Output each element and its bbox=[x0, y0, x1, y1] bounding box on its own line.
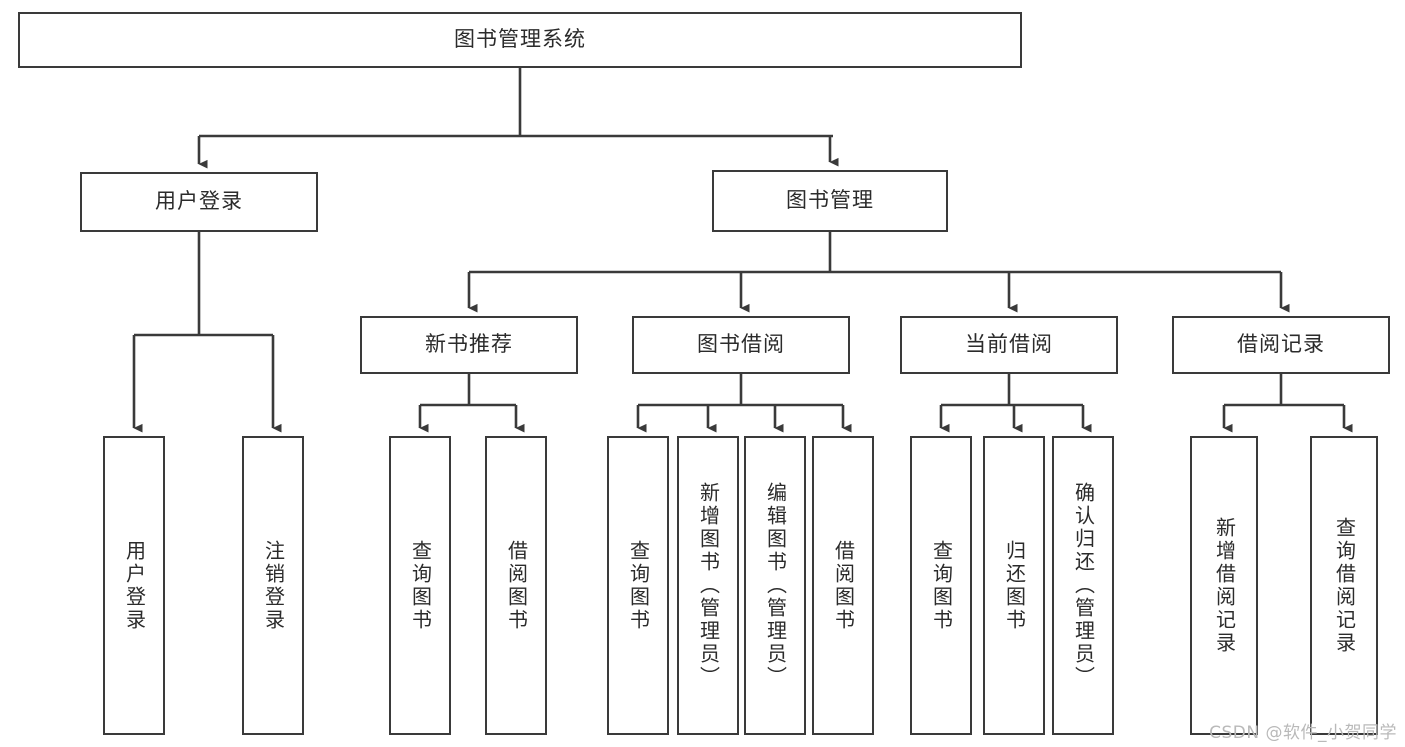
node-label: 查询借阅记录 bbox=[1332, 516, 1357, 655]
node-label: 查询图书 bbox=[408, 539, 433, 632]
node-leaf-add-borrow-record[interactable]: 新增借阅记录 bbox=[1190, 436, 1258, 735]
node-label: 图书管理系统 bbox=[454, 27, 586, 52]
node-new-book-recommend[interactable]: 新书推荐 bbox=[360, 316, 578, 374]
node-book-manage[interactable]: 图书管理 bbox=[712, 170, 948, 232]
node-label: 图书管理 bbox=[786, 188, 874, 213]
node-current-borrow[interactable]: 当前借阅 bbox=[900, 316, 1118, 374]
node-label: 查询图书 bbox=[626, 539, 651, 632]
node-label: 新增借阅记录 bbox=[1212, 516, 1237, 655]
node-user-login[interactable]: 用户登录 bbox=[80, 172, 318, 232]
node-leaf-query-borrow-record[interactable]: 查询借阅记录 bbox=[1310, 436, 1378, 735]
node-label: 借阅记录 bbox=[1237, 332, 1325, 357]
node-root-system[interactable]: 图书管理系统 bbox=[18, 12, 1022, 68]
node-label: 编辑图书（管理员） bbox=[763, 482, 788, 689]
node-leaf-query-book-current[interactable]: 查询图书 bbox=[910, 436, 972, 735]
node-leaf-edit-book-admin[interactable]: 编辑图书（管理员） bbox=[744, 436, 806, 735]
node-leaf-borrow-book-recommend[interactable]: 借阅图书 bbox=[485, 436, 547, 735]
node-label: 确认归还（管理员） bbox=[1071, 482, 1096, 689]
node-label: 当前借阅 bbox=[965, 332, 1053, 357]
node-book-borrow[interactable]: 图书借阅 bbox=[632, 316, 850, 374]
csdn-watermark: CSDN @软件_小贺同学 bbox=[1209, 723, 1397, 743]
node-leaf-user-logout[interactable]: 注销登录 bbox=[242, 436, 304, 735]
node-label: 用户登录 bbox=[122, 539, 147, 632]
node-leaf-return-book[interactable]: 归还图书 bbox=[983, 436, 1045, 735]
node-label: 借阅图书 bbox=[504, 539, 529, 632]
node-label: 借阅图书 bbox=[831, 539, 856, 632]
node-leaf-query-book-recommend[interactable]: 查询图书 bbox=[389, 436, 451, 735]
node-leaf-user-login[interactable]: 用户登录 bbox=[103, 436, 165, 735]
node-label: 注销登录 bbox=[261, 539, 286, 632]
node-label: 查询图书 bbox=[929, 539, 954, 632]
node-leaf-query-book-borrow[interactable]: 查询图书 bbox=[607, 436, 669, 735]
node-label: 用户登录 bbox=[155, 189, 243, 214]
node-label: 新书推荐 bbox=[425, 332, 513, 357]
node-label: 图书借阅 bbox=[697, 332, 785, 357]
node-leaf-borrow-book[interactable]: 借阅图书 bbox=[812, 436, 874, 735]
node-leaf-add-book-admin[interactable]: 新增图书（管理员） bbox=[677, 436, 739, 735]
node-label: 新增图书（管理员） bbox=[696, 482, 721, 689]
node-label: 归还图书 bbox=[1002, 539, 1027, 632]
node-borrow-record[interactable]: 借阅记录 bbox=[1172, 316, 1390, 374]
node-leaf-confirm-return-admin[interactable]: 确认归还（管理员） bbox=[1052, 436, 1114, 735]
